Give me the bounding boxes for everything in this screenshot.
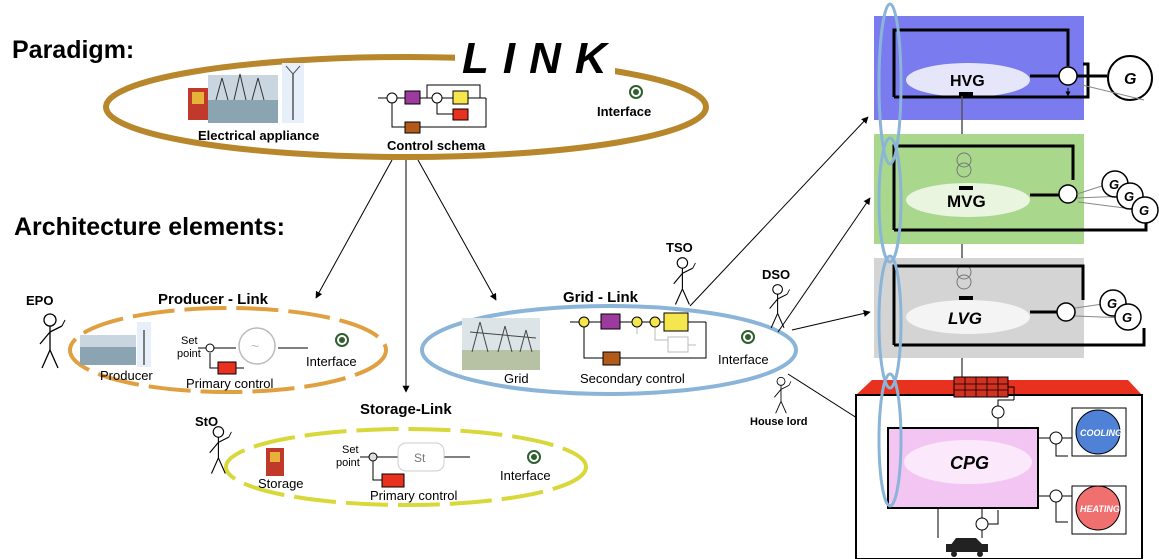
storage-st-label: St xyxy=(414,451,426,465)
lvg-interface-ellipse xyxy=(877,254,903,390)
grid-link-title: Grid - Link xyxy=(563,289,639,306)
link-logo-bg xyxy=(455,34,615,76)
producer-label: Producer xyxy=(100,368,153,383)
svg-text:G: G xyxy=(1124,189,1134,204)
tso-actor-icon xyxy=(673,257,696,306)
arrow-to-hvg xyxy=(689,116,869,307)
arrow-to-producer xyxy=(315,159,393,299)
storage-primary-control-label: Primary control xyxy=(370,488,458,503)
house-lord-actor-icon xyxy=(773,376,792,414)
arrow-to-mvg xyxy=(777,197,871,333)
lvg-generator-2-icon xyxy=(1114,303,1142,331)
producer-link-title: Producer - Link xyxy=(158,291,269,308)
solar-panel-icon xyxy=(953,376,1015,400)
storage-link-title: Storage-Link xyxy=(360,401,452,418)
cpg-bus xyxy=(904,440,1032,484)
storage-link-ellipse xyxy=(224,427,588,507)
hvg-label: HVG xyxy=(950,73,985,90)
producer-link-ellipse xyxy=(68,306,388,394)
tso-label: TSO xyxy=(666,240,693,255)
producer-sum-node xyxy=(205,343,215,353)
cooling-label: COOLING xyxy=(1080,428,1122,438)
grid-label: Grid xyxy=(504,371,529,386)
producer-primary-control-label: Primary control xyxy=(186,376,274,391)
control-schema-diagram xyxy=(378,84,487,134)
producer-interface-label: Interface xyxy=(306,354,357,369)
heating-icon xyxy=(1075,485,1121,531)
hvg-bus xyxy=(906,63,1030,97)
control-schema-label: Control schema xyxy=(387,138,486,153)
secondary-control-diagram xyxy=(570,312,707,366)
cooling-icon xyxy=(1075,409,1121,455)
storage-setpoint-point: point xyxy=(336,457,360,469)
svg-text:~: ~ xyxy=(251,338,259,354)
architecture-heading: Architecture elements: xyxy=(14,213,285,241)
sto-actor-icon xyxy=(209,426,232,475)
producer-image xyxy=(80,322,151,367)
mvg-bus xyxy=(906,183,1030,217)
epo-label: EPO xyxy=(26,293,53,308)
heating-label: HEATING xyxy=(1080,504,1120,514)
lvg-bus xyxy=(906,300,1030,334)
mvg-label: MVG xyxy=(947,192,986,211)
dso-actor-icon xyxy=(769,284,791,329)
svg-text:G: G xyxy=(1139,203,1149,218)
electrical-appliance-image xyxy=(188,63,304,123)
paradigm-heading: Paradigm: xyxy=(12,36,134,64)
electrical-appliance-label: Electrical appliance xyxy=(198,128,319,143)
arrow-to-grid xyxy=(417,159,497,301)
producer-generator-icon xyxy=(238,327,276,365)
producer-primary-control-block xyxy=(217,361,237,375)
lvg-label: LVG xyxy=(948,309,982,328)
electric-car-icon xyxy=(946,538,988,557)
storage-label: Storage xyxy=(258,476,304,491)
paradigm-link-ellipse xyxy=(103,54,709,160)
grid-image xyxy=(462,318,540,370)
hvg-generator-label: G xyxy=(1124,71,1136,88)
cpg-label: CPG xyxy=(950,453,989,473)
paradigm-interface-label: Interface xyxy=(597,104,651,119)
storage-setpoint-set: Set xyxy=(342,444,359,456)
sto-label: StO xyxy=(195,414,218,429)
grid-link-ellipse xyxy=(420,304,798,396)
arrow-to-lvg xyxy=(791,310,871,331)
storage-st-block xyxy=(397,442,445,472)
storage-interface-label: Interface xyxy=(500,468,551,483)
storage-primary-control-block xyxy=(381,473,405,488)
cpg-interface-ellipse xyxy=(877,372,903,508)
storage-sum-node xyxy=(368,452,378,462)
grid-interface-label: Interface xyxy=(718,352,769,367)
mvg-interface-ellipse xyxy=(877,136,903,264)
house-lord-label: House lord xyxy=(750,416,807,428)
svg-text:G: G xyxy=(1109,177,1119,192)
hvg-interface-ellipse xyxy=(877,2,903,166)
svg-text:G: G xyxy=(1122,310,1132,325)
storage-battery-image xyxy=(266,448,284,476)
producer-setpoint-point: point xyxy=(177,348,201,360)
mvg-generator-3-icon xyxy=(1131,196,1159,224)
dso-label: DSO xyxy=(762,267,790,282)
secondary-control-label: Secondary control xyxy=(580,371,685,386)
svg-text:G: G xyxy=(1107,296,1117,311)
hvg-generator-icon xyxy=(1107,55,1153,101)
producer-setpoint-set: Set xyxy=(181,335,198,347)
epo-actor-icon xyxy=(39,313,66,369)
link-logo: LINK xyxy=(462,34,621,83)
